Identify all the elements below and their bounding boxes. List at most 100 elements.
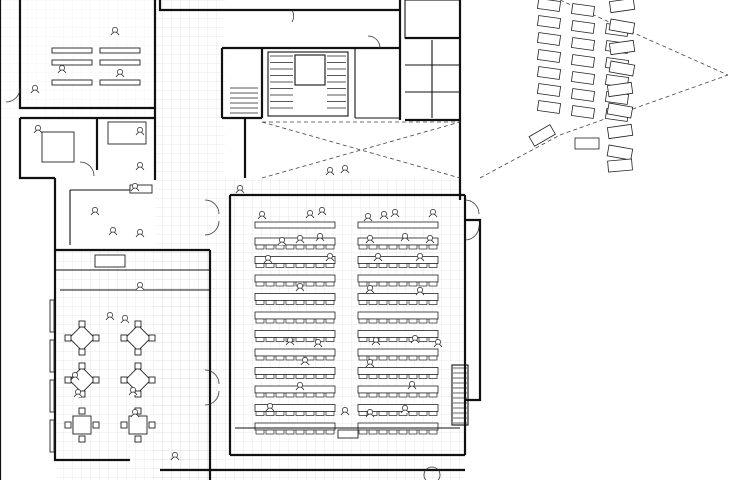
seat [295, 263, 305, 268]
seat [295, 374, 305, 379]
seat [315, 355, 325, 361]
seat [275, 355, 285, 361]
seat [388, 300, 398, 305]
seat [388, 281, 398, 287]
seat [295, 337, 305, 342]
seat-row-right [357, 385, 439, 394]
seat-row-right [357, 348, 439, 357]
seat [368, 263, 378, 268]
seat [255, 318, 265, 324]
cafe-chair [120, 421, 128, 429]
seat-row-right [357, 237, 439, 246]
skylight-dashes [261, 0, 729, 179]
person-icon [379, 215, 389, 220]
seat [418, 429, 428, 435]
seat [358, 374, 368, 379]
person-icon [130, 413, 140, 418]
person-icon [425, 239, 435, 244]
seat [358, 355, 368, 361]
seat [275, 411, 285, 416]
person-icon [108, 231, 118, 236]
cafe-table [128, 415, 148, 435]
cafe-chair [134, 348, 142, 356]
seat [358, 300, 368, 305]
seat [295, 429, 305, 435]
seat [378, 318, 388, 324]
seat-row-left [254, 367, 336, 375]
seat [358, 281, 368, 287]
seat-row-left [254, 311, 336, 320]
person-icon [73, 393, 83, 398]
cafe-chair [78, 348, 86, 356]
sun-lounger [570, 20, 596, 34]
seat-row-left [254, 293, 336, 301]
seat [408, 318, 418, 324]
sun-lounger [536, 49, 562, 63]
sun-lounger [536, 15, 562, 29]
seat [378, 337, 388, 342]
person-icon [257, 215, 267, 220]
seat [428, 411, 438, 416]
seat [255, 281, 265, 287]
seat [315, 300, 325, 305]
seat [285, 411, 295, 416]
seat [358, 337, 368, 342]
sun-lounger [608, 18, 636, 35]
sun-lounger [536, 83, 562, 97]
seat [378, 392, 388, 398]
person-icon [90, 211, 100, 216]
seat [285, 429, 295, 435]
seat [378, 263, 388, 268]
seat [265, 281, 275, 287]
seat [275, 300, 285, 305]
seat [325, 337, 335, 342]
person-icon [30, 89, 40, 94]
seat-row-right [357, 330, 439, 338]
cafe-chair [64, 376, 72, 384]
person-icon [105, 316, 115, 321]
seat [295, 392, 305, 398]
seat [398, 392, 408, 398]
seat [398, 244, 408, 250]
seat [305, 244, 315, 250]
seat [378, 411, 388, 416]
seat [315, 263, 325, 268]
person-icon [170, 456, 180, 461]
seat [305, 300, 315, 305]
cafe-table [124, 324, 152, 352]
seat [388, 392, 398, 398]
person-icon [325, 257, 335, 262]
seat [398, 429, 408, 435]
seat [325, 374, 335, 379]
person-icon [415, 257, 425, 262]
seat [285, 300, 295, 305]
walls [0, 0, 482, 480]
seat [428, 429, 438, 435]
seat [295, 318, 305, 324]
seat [255, 355, 265, 361]
person-icon [428, 213, 438, 218]
seat [418, 281, 428, 287]
person-icon [390, 213, 400, 218]
seat [275, 244, 285, 250]
person-icon [130, 187, 140, 192]
person-icon [57, 69, 67, 74]
seat [398, 337, 408, 342]
cafe-table [68, 324, 96, 352]
seat-row-right [357, 404, 439, 412]
seat [368, 355, 378, 361]
seat [285, 374, 295, 379]
seat [265, 355, 275, 361]
seat [325, 392, 335, 398]
seat [305, 318, 315, 324]
sun-lounger [606, 144, 634, 161]
seat [378, 281, 388, 287]
seat [428, 374, 438, 379]
seat-row-left [254, 422, 336, 431]
window-frame [49, 339, 55, 373]
seat [388, 244, 398, 250]
person-icon [325, 171, 335, 176]
seat [388, 429, 398, 435]
seat [398, 374, 408, 379]
seat [325, 429, 335, 435]
